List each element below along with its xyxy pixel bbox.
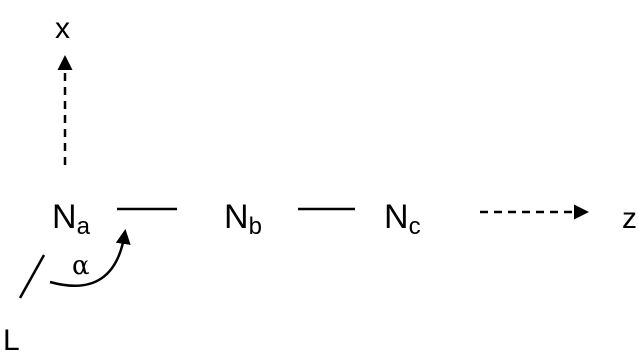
angle-alpha-label: α (72, 251, 90, 281)
atom-na-subscript: a (77, 213, 91, 240)
angle-arc (49, 229, 131, 287)
atom-nc-label: Nc (384, 198, 421, 240)
z-axis-label: z (622, 202, 637, 235)
ligand-bond (18, 254, 46, 299)
x-axis-label: x (55, 12, 70, 45)
atom-nc-symbol: N (384, 198, 409, 236)
atom-nb-subscript: b (249, 213, 262, 240)
atom-nb-symbol: N (224, 198, 249, 236)
atom-na-label: Na (52, 198, 91, 240)
atom-na-symbol: N (52, 198, 77, 236)
atom-nb-label: Nb (224, 198, 262, 240)
ligand-label: L (3, 324, 20, 357)
atom-nc-subscript: c (409, 213, 421, 240)
